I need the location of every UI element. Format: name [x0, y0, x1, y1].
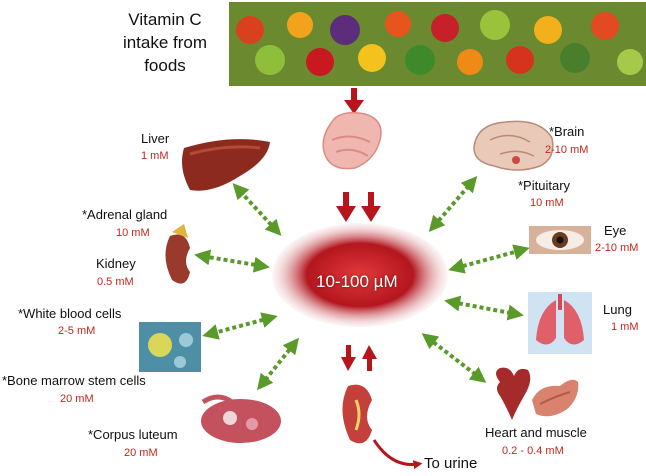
brain-label: *Brain [549, 124, 585, 139]
heart-icon [496, 367, 531, 420]
kidney-label: Kidney [96, 256, 136, 271]
muscle-icon [532, 379, 579, 417]
title-line-1: Vitamin C [128, 10, 202, 29]
lung-arrow [444, 295, 524, 321]
excretion-kidney-icon [342, 384, 372, 444]
heart-arrow [421, 333, 487, 383]
lung-value: 1 mM [611, 321, 639, 333]
liver-arrow [232, 183, 282, 236]
kidney-icon [165, 224, 190, 284]
absorption-arrows [336, 192, 381, 222]
lung-icon [528, 292, 592, 354]
liver-icon [182, 139, 270, 191]
title-line-3: foods [144, 56, 186, 75]
blood-kidney-arrows [341, 345, 377, 371]
adrenal-value: 10 mM [116, 227, 150, 239]
brain-value: 2-10 mM [545, 144, 589, 156]
eye-label: Eye [604, 223, 627, 238]
adrenal-label: *Adrenal gland [82, 207, 168, 222]
eye-value: 2-10 mM [595, 242, 639, 254]
diagram-title: Vitamin C intake from foods [104, 8, 226, 77]
intake-arrow [344, 88, 364, 114]
blood-pool [272, 223, 448, 327]
to-urine-label: To urine [424, 455, 478, 472]
kidney-arrow [194, 249, 270, 273]
corpus-label: *Corpus luteum [88, 427, 178, 442]
foods-image [229, 2, 646, 86]
kidney-value: 0.5 mM [97, 276, 134, 288]
liver-value: 1 mM [141, 150, 169, 162]
blood-concentration: 10-100 µM [316, 272, 398, 291]
wbc-label: *White blood cells [18, 306, 122, 321]
intestine-icon [322, 111, 382, 170]
marrow-label: *Bone marrow stem cells [2, 373, 146, 388]
heart-muscle-label: Heart and muscle [485, 425, 587, 440]
white-blood-cells-image [139, 322, 201, 372]
liver-label: Liver [141, 131, 170, 146]
to-urine-arrow [372, 439, 423, 470]
brain-icon [473, 120, 554, 171]
corpus-luteum-icon [201, 394, 281, 443]
corpus-arrow [257, 337, 299, 391]
brain-arrow [428, 175, 478, 233]
corpus-value: 20 mM [124, 447, 158, 459]
heart-muscle-value: 0.2 - 0.4 mM [502, 445, 564, 457]
pituitary-label: *Pituitary [518, 178, 571, 193]
pituitary-value: 10 mM [530, 197, 564, 209]
title-line-2: intake from [122, 33, 208, 52]
eye-arrow [448, 244, 530, 274]
wbc-value: 2-5 mM [58, 325, 96, 337]
transport-arrows [194, 175, 530, 391]
eye-image [529, 226, 591, 254]
wbc-arrow [202, 312, 278, 340]
lung-label: Lung [603, 302, 632, 317]
marrow-value: 20 mM [60, 393, 94, 405]
